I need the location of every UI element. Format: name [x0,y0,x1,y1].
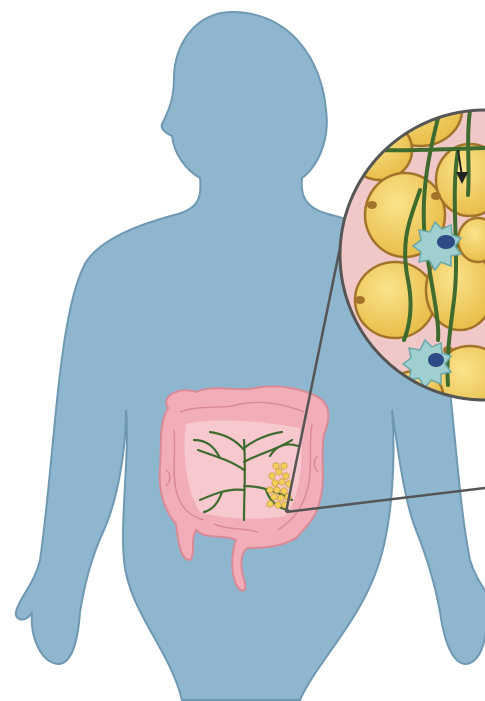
immune-cell [439,38,485,86]
